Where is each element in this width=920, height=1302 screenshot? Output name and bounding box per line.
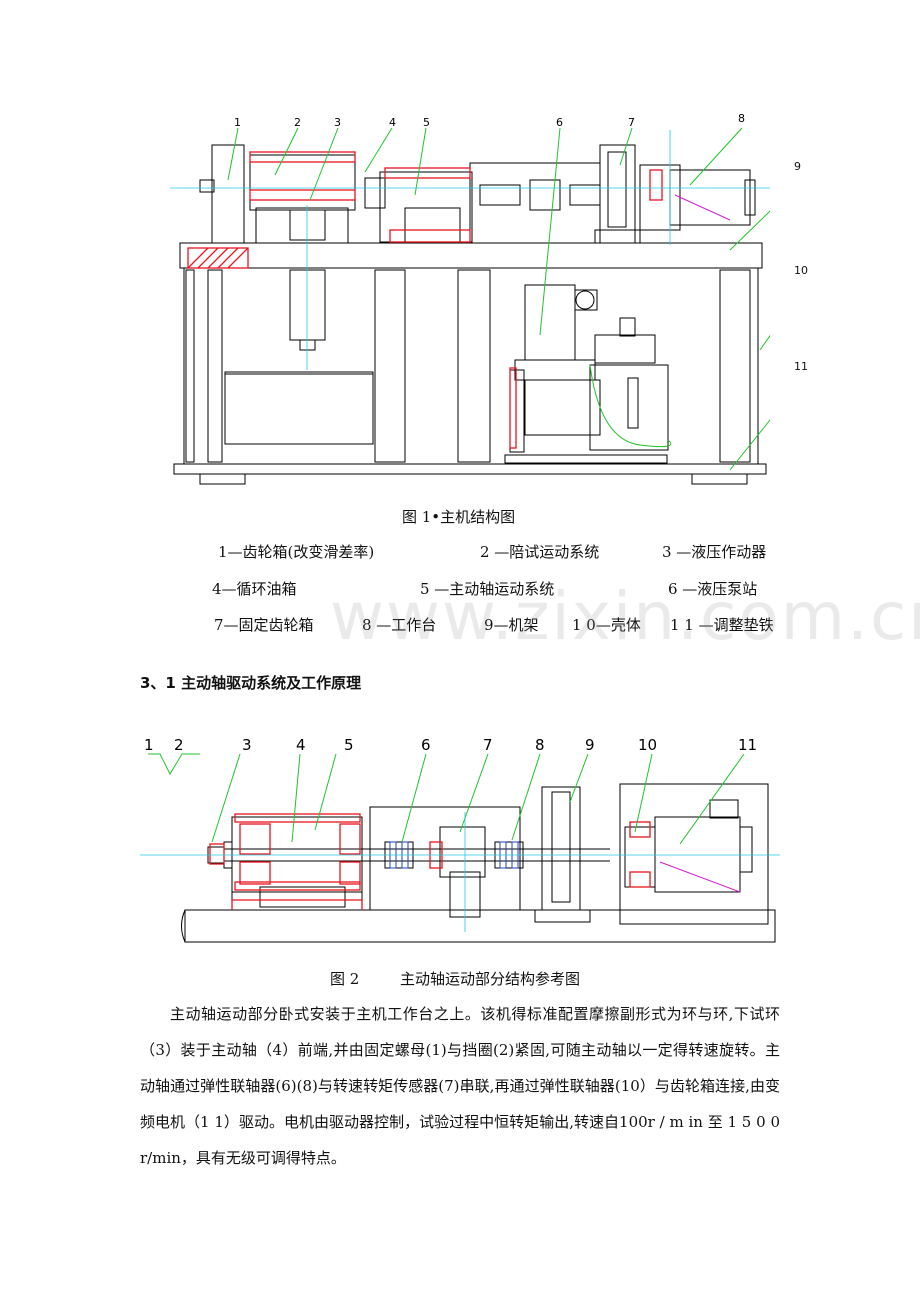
fig1-callout-3: 3	[334, 116, 341, 129]
legend-item-3: 3 —液压作动器	[662, 543, 767, 561]
fig1-callout-9-label: 9	[794, 160, 801, 173]
fig1-callout-10-label: 10	[794, 264, 808, 277]
figure-2-caption-text: 主动轴运动部分结构参考图	[400, 970, 581, 988]
fig1-callout-11-label: 11	[794, 360, 808, 373]
legend-item-1: 1—齿轮箱(改变滑差率)	[218, 543, 375, 561]
figure-1-drawing: 1 2 3 4 5 6 7 8 9 10 11	[170, 112, 770, 485]
gear-box-1	[211, 144, 245, 244]
legend-item-2: 2 —陪试运动系统	[480, 543, 600, 561]
fig1-callout-4: 4	[389, 116, 396, 129]
legend-item-6: 6 —液压泵站	[668, 580, 758, 598]
section-heading: 3、1 主动轴驱动系统及工作原理	[140, 674, 362, 692]
fig2-callout-3: 3	[242, 736, 252, 754]
legend-item-7: 7—固定齿轮箱	[214, 616, 314, 634]
legend-item-8: 8 —工作台	[362, 616, 437, 634]
machine-frame	[183, 267, 759, 465]
fig1-callout-6: 6	[556, 116, 563, 129]
legend-item-11: 1 1 —调整垫铁	[670, 616, 774, 634]
figure-1-caption: 图 1•主机结构图	[402, 508, 516, 526]
fig1-callout-2: 2	[294, 116, 301, 129]
fig1-callout-1: 1	[234, 116, 241, 129]
fig1-callout-8: 8	[738, 112, 745, 125]
watermark: www.zixin.com.cn	[330, 578, 920, 655]
figure-2-caption-number: 图 2	[330, 970, 360, 988]
fig2-callout-9: 9	[585, 736, 595, 754]
legend-item-5: 5 —主动轴运动系统	[420, 580, 555, 598]
fig2-callout-4: 4	[296, 736, 306, 754]
fig2-callout-7: 7	[483, 736, 493, 754]
fig2-callout-2: 2	[174, 736, 184, 754]
legend-item-9: 9—机架	[484, 616, 539, 634]
fig2-callout-8: 8	[535, 736, 545, 754]
paragraph-text: 主动轴运动部分卧式安装于主机工作台之上。该机得标准配置摩擦副形式为环与环,下试环…	[140, 1005, 780, 1167]
fig2-callout-6: 6	[421, 736, 431, 754]
legend-item-4: 4—循环油箱	[212, 580, 297, 598]
figure-2-drawing: 1 2 3 4 5 6 7 8 9 10 11	[140, 736, 780, 943]
fig2-callout-11: 11	[738, 736, 757, 754]
fig2-callout-10: 10	[638, 736, 657, 754]
fig2-callout-1: 1	[144, 736, 154, 754]
fig1-callout-7: 7	[628, 116, 635, 129]
fig1-callout-5: 5	[423, 116, 430, 129]
worktable	[179, 242, 763, 269]
legend-item-10: 1 0—壳体	[572, 616, 641, 634]
body-paragraph: 主动轴运动部分卧式安装于主机工作台之上。该机得标准配置摩擦副形式为环与环,下试环…	[140, 996, 780, 1176]
fig2-callout-5: 5	[344, 736, 354, 754]
